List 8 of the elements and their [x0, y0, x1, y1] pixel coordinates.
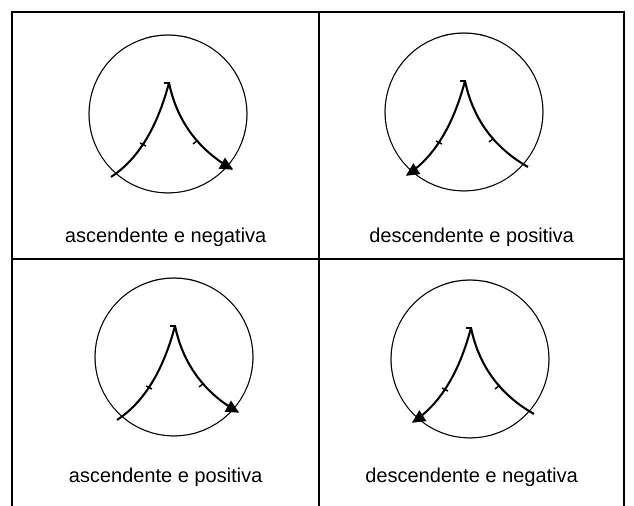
panel — [318, 258, 625, 506]
node-label: ascendente e positiva — [68, 465, 264, 488]
node-label: descendente e negativa — [364, 465, 579, 488]
panel — [318, 11, 625, 258]
node-label: ascendente e negativa — [64, 225, 268, 248]
panel — [11, 258, 318, 506]
node-label: descendente e positiva — [368, 225, 575, 248]
panel — [11, 11, 318, 258]
